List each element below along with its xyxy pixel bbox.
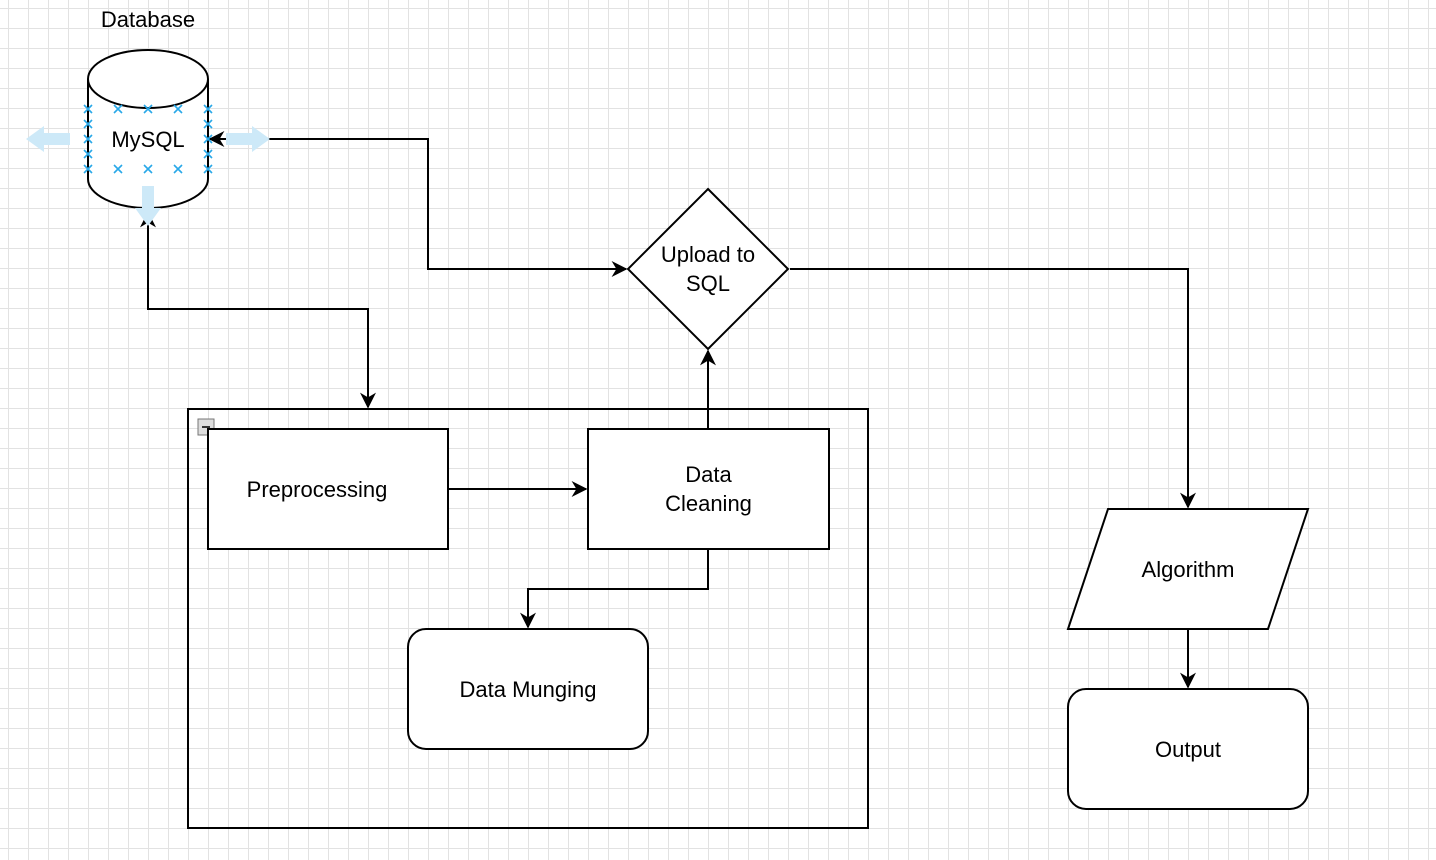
algorithm-io-shape[interactable] bbox=[1066, 508, 1310, 630]
selection-connection-points[interactable] bbox=[83, 104, 213, 174]
selection-hover-arrows[interactable] bbox=[26, 126, 270, 226]
connection-point-marker[interactable] bbox=[173, 104, 183, 114]
processing-group-container[interactable] bbox=[187, 408, 869, 829]
connection-point-marker[interactable] bbox=[83, 104, 93, 114]
connection-point-marker[interactable] bbox=[143, 104, 153, 114]
preprocessing-box[interactable] bbox=[207, 428, 449, 550]
connection-point-marker[interactable] bbox=[173, 164, 183, 174]
connector-upload-to-algorithm[interactable] bbox=[790, 268, 1196, 509]
connector-mysql-to-group[interactable] bbox=[140, 211, 376, 409]
data-munging-box[interactable] bbox=[407, 628, 649, 750]
data-cleaning-box[interactable] bbox=[587, 428, 830, 550]
connection-point-marker[interactable] bbox=[83, 119, 93, 129]
mysql-database-cylinder[interactable] bbox=[87, 49, 209, 209]
connection-point-marker[interactable] bbox=[203, 119, 213, 129]
connection-point-marker[interactable] bbox=[203, 164, 213, 174]
connector-cleaning-to-munging[interactable] bbox=[520, 549, 709, 629]
connector-mysql-to-upload[interactable] bbox=[208, 131, 628, 277]
connection-point-marker[interactable] bbox=[203, 134, 213, 144]
connection-point-marker[interactable] bbox=[113, 104, 123, 114]
connection-point-marker[interactable] bbox=[203, 104, 213, 114]
connection-point-marker[interactable] bbox=[203, 149, 213, 159]
connection-point-marker[interactable] bbox=[83, 149, 93, 159]
connection-point-marker[interactable] bbox=[143, 164, 153, 174]
connection-point-marker[interactable] bbox=[83, 164, 93, 174]
connection-point-marker[interactable] bbox=[83, 134, 93, 144]
output-box[interactable] bbox=[1067, 688, 1309, 810]
upload-to-sql-decision[interactable] bbox=[626, 187, 790, 351]
connection-point-marker[interactable] bbox=[113, 164, 123, 174]
